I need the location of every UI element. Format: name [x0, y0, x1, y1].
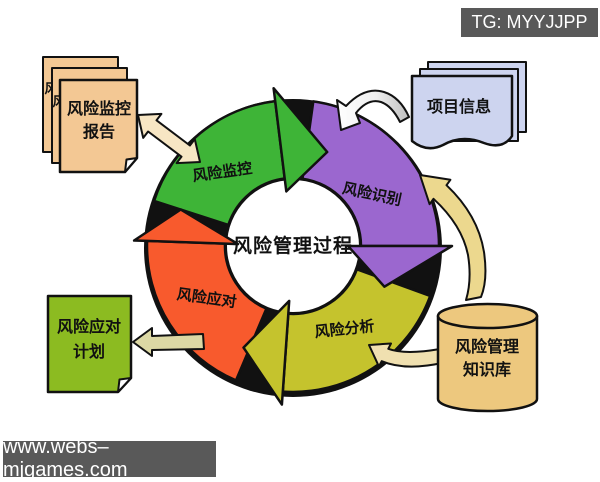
kb-arc-arrow	[368, 342, 443, 368]
response-plan-label-line2: 计划	[73, 342, 105, 361]
monitor-report-label-line2: 报告	[83, 122, 115, 141]
knowledge-base-cylinder: 风险管理 知识库	[436, 302, 539, 413]
knowledge-base-top	[436, 302, 539, 330]
arrowhead-analysis	[242, 299, 291, 406]
knowledge-base-label-line2: 知识库	[463, 360, 511, 379]
double-arrow	[137, 112, 201, 165]
arch-arrow	[336, 89, 410, 131]
segment-analysis	[281, 268, 432, 394]
monitor-report-dogear	[124, 157, 138, 173]
arrowhead-response	[132, 208, 240, 246]
ring-inner-hole	[227, 180, 359, 312]
tg-watermark: TG: MYYJJPP	[461, 8, 598, 37]
kb-ribbon-arrow	[419, 174, 487, 301]
response-plan-doc: 风险应对 计划	[46, 294, 133, 394]
segment-response	[145, 239, 268, 382]
knowledge-base-body	[436, 314, 539, 413]
knowledge-base-label-line1: 风险管理	[455, 337, 519, 356]
response-plan-label-line1: 风险应对	[57, 317, 121, 336]
arrowhead-identification	[346, 244, 454, 288]
center-label: 风险管理过程	[233, 234, 353, 257]
project-info-page-front	[410, 74, 514, 150]
plan-arrow	[132, 327, 205, 357]
project-info-label: 项目信息	[427, 97, 491, 116]
arrowhead-monitoring	[272, 86, 329, 193]
response-plan-dogear	[117, 377, 132, 393]
site-watermark: www.webs–mjgames.com	[3, 436, 216, 481]
segment-identification	[301, 100, 441, 248]
monitor-report-stack: 风 风 风险监控 报告	[42, 56, 139, 174]
segment-monitoring	[152, 99, 286, 227]
monitor-report-label-line1: 风险监控	[67, 99, 131, 118]
project-info-stack: 项目信息	[410, 61, 527, 150]
